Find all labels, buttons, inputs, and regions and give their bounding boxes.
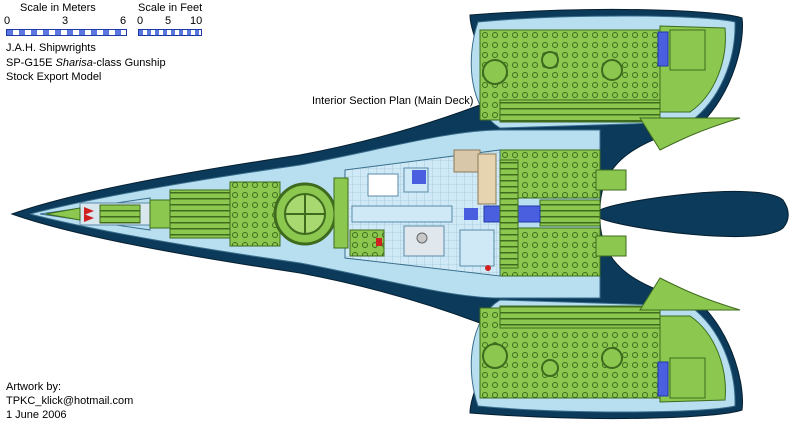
model-suffix: -class Gunship [92, 57, 166, 69]
model-name: SP-G15E Sharisa-class Gunship [6, 57, 166, 70]
artwork-label: Artwork by: [6, 381, 62, 393]
meters-tick-6: 6 [120, 15, 127, 27]
company-name: J.A.H. Shipwrights [6, 42, 96, 54]
meters-tick-3: 3 [62, 15, 69, 27]
artwork-date: 1 June 2006 [6, 409, 67, 421]
variant-name: Stock Export Model [6, 71, 102, 83]
model-prefix: SP-G15E [6, 57, 56, 69]
artwork-email: TPKC_klick@hotmail.com [6, 395, 134, 407]
feet-tick-0: 0 [137, 15, 144, 27]
feet-tick-5: 5 [165, 15, 172, 27]
model-class-name: Sharisa [55, 57, 93, 69]
feet-scale-title: Scale in Feet [138, 2, 203, 14]
feet-scale-bar [138, 29, 202, 36]
meters-scale-bar [6, 29, 127, 36]
meters-tick-0: 0 [4, 15, 11, 27]
plan-title: Interior Section Plan (Main Deck) [312, 95, 474, 107]
feet-tick-10: 10 [190, 15, 203, 27]
meters-scale-title: Scale in Meters [20, 2, 96, 14]
